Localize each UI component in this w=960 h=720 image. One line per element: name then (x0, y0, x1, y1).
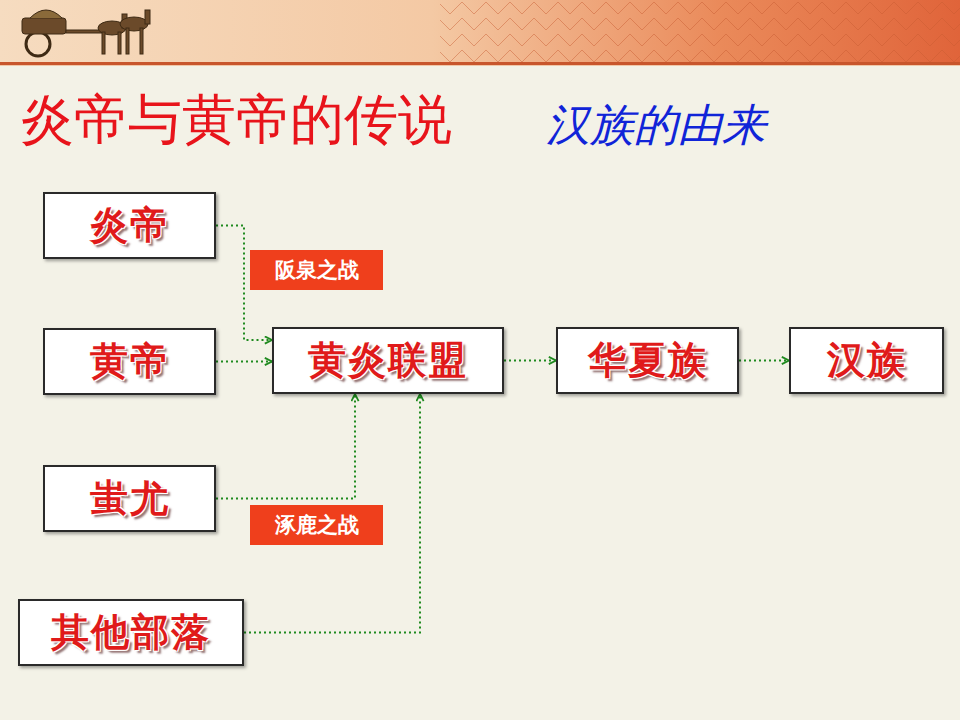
slide-title: 炎帝与黄帝的传说 (20, 84, 452, 157)
flow-arrow (216, 361, 272, 363)
tribe-box: 炎帝 (43, 192, 216, 259)
tribe-box: 蚩尤 (43, 465, 216, 532)
flow-arrow (244, 394, 420, 633)
tribe-box: 黄炎联盟 (272, 327, 504, 394)
subtitle: 汉族的由来 (546, 96, 766, 155)
flow-arrow (216, 394, 355, 499)
tribe-box: 汉族 (789, 327, 944, 394)
battle-label: 阪泉之战 (250, 250, 383, 290)
box-label: 黄炎联盟 (308, 335, 468, 386)
box-label: 炎帝 (90, 200, 170, 251)
tribe-box: 黄帝 (43, 328, 216, 395)
box-label: 黄帝 (90, 336, 170, 387)
flow-arrow (504, 360, 556, 362)
flow-arrow (739, 360, 789, 362)
box-label: 蚩尤 (90, 473, 170, 524)
box-label: 汉族 (827, 335, 907, 386)
battle-label: 涿鹿之战 (250, 505, 383, 545)
box-label: 华夏族 (588, 335, 708, 386)
tribe-box: 华夏族 (556, 327, 739, 394)
tribe-box: 其他部落 (18, 599, 244, 666)
box-label: 其他部落 (51, 607, 211, 658)
